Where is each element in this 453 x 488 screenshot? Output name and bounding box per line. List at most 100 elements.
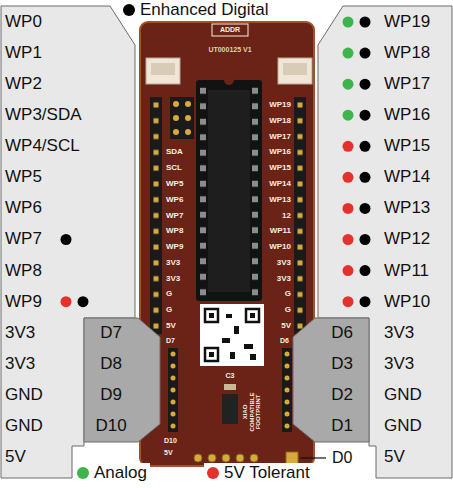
- leader-line: [300, 457, 326, 458]
- pin-name: GND: [384, 385, 422, 405]
- pin-name: WP18: [384, 43, 430, 63]
- dip-notch: [224, 75, 234, 85]
- digital-dot: [360, 265, 371, 276]
- regulator-chip: [222, 394, 238, 424]
- tolerant-dot: [61, 296, 72, 307]
- xiao-pin-label: D10: [164, 437, 177, 445]
- pin-label: D0: [330, 449, 354, 467]
- pin-name: WP13: [384, 198, 430, 218]
- tolerant-dot: [343, 203, 354, 214]
- analog-dot: [343, 79, 354, 90]
- qr-finder: [205, 309, 218, 322]
- header-pin-label: 5V: [166, 321, 176, 330]
- pin-name: D9: [100, 385, 122, 405]
- qwiic-connector: [278, 58, 312, 84]
- tolerant-dot: [343, 141, 354, 152]
- pin-name: WP2: [5, 74, 42, 94]
- panel-shape: [84, 318, 160, 442]
- qr-finder: [209, 352, 214, 357]
- qwiic-connector-inner: [283, 63, 307, 75]
- pin-name: WP6: [5, 198, 42, 218]
- xiao-pin-label: D6: [280, 337, 289, 345]
- header-pin: [185, 115, 191, 121]
- legend-entry: Analog: [74, 463, 150, 483]
- pin-name: WP0: [5, 12, 42, 32]
- pin-name: GND: [5, 385, 43, 405]
- silkscreen-label: ADDR: [220, 26, 240, 34]
- pin-header: [294, 97, 306, 334]
- analog-dot: [343, 17, 354, 28]
- qr-module: [222, 338, 230, 343]
- tolerant-dot: [343, 265, 354, 276]
- analog-dot: [343, 110, 354, 121]
- pin-name: D3: [331, 354, 353, 374]
- qr-module: [230, 352, 235, 359]
- pin-name: WP19: [384, 12, 430, 32]
- header-pin-label: SCL: [166, 164, 182, 173]
- qr-finder: [246, 309, 259, 322]
- header-pin-label: WP10: [269, 243, 291, 252]
- xiao-header: [282, 348, 292, 432]
- header-pin-label: 5V: [281, 321, 291, 330]
- component-ref: C3: [226, 372, 235, 380]
- header-pin-label: WP5: [166, 179, 183, 188]
- legend-text: Enhanced Digital: [140, 0, 269, 20]
- header-pin-label: G: [166, 306, 172, 315]
- tolerant-dot: [343, 234, 354, 245]
- pin-header: [150, 97, 162, 334]
- pin-name: WP10: [384, 292, 430, 312]
- header-pin: [173, 101, 179, 107]
- header-pin-label: 3V3: [166, 258, 180, 267]
- header-pin-label: WP6: [166, 195, 183, 204]
- pin-name: WP16: [384, 105, 430, 125]
- pin-name: GND: [5, 416, 43, 436]
- pad: [194, 454, 202, 462]
- qr-finder: [205, 348, 218, 361]
- header-pin: [173, 129, 179, 135]
- pin-name: D7: [100, 323, 122, 343]
- pin-name: GND: [384, 416, 422, 436]
- digital-dot: [360, 203, 371, 214]
- capacitor: [224, 384, 236, 390]
- header-pin-label: G: [285, 306, 291, 315]
- digital-dot: [360, 172, 371, 183]
- legend-swatch: [207, 467, 219, 479]
- qr-module: [244, 344, 253, 349]
- qr-module: [234, 326, 239, 334]
- pad: [222, 454, 230, 462]
- legend-entry: Enhanced Digital: [120, 0, 272, 20]
- digital-dot: [360, 234, 371, 245]
- pin-name: D8: [100, 354, 122, 374]
- pin-name: WP17: [384, 74, 430, 94]
- pin-name: WP7: [5, 229, 42, 249]
- header-pin-label: WP18: [269, 116, 291, 125]
- pin-name: 3V3: [384, 354, 414, 374]
- pin-name: WP3/SDA: [5, 105, 82, 125]
- qr-finder: [250, 313, 255, 318]
- digital-dot: [360, 110, 371, 121]
- pin-name: 3V3: [384, 323, 414, 343]
- xiao-header: [168, 348, 178, 432]
- digital-dot: [360, 141, 371, 152]
- header-pin-label: 3V3: [277, 274, 291, 283]
- header-pin-label: 12: [282, 211, 291, 220]
- panel-shape: [293, 318, 369, 442]
- pcb-board: [140, 22, 314, 466]
- board-id: UT000125 V1: [208, 46, 251, 54]
- qr-code: [200, 304, 264, 366]
- digital-dot: [360, 296, 371, 307]
- legend-text: 5V Tolerant: [224, 463, 310, 483]
- header-pin: [185, 129, 191, 135]
- pad: [236, 454, 244, 462]
- xiao-pin-panel: D6D3D2D1: [291, 318, 371, 444]
- pad: [250, 454, 258, 462]
- xiao-pin-label: 5V: [164, 449, 173, 457]
- pin-name: WP8: [5, 261, 42, 281]
- header-pin-label: WP11: [270, 227, 291, 236]
- header-pin-label: G: [166, 290, 172, 299]
- header-pin-label: WP17: [269, 132, 291, 141]
- pin-name: D2: [331, 385, 353, 405]
- header-pin-label: WP15: [269, 164, 291, 173]
- header-pin-label: WP7: [166, 211, 183, 220]
